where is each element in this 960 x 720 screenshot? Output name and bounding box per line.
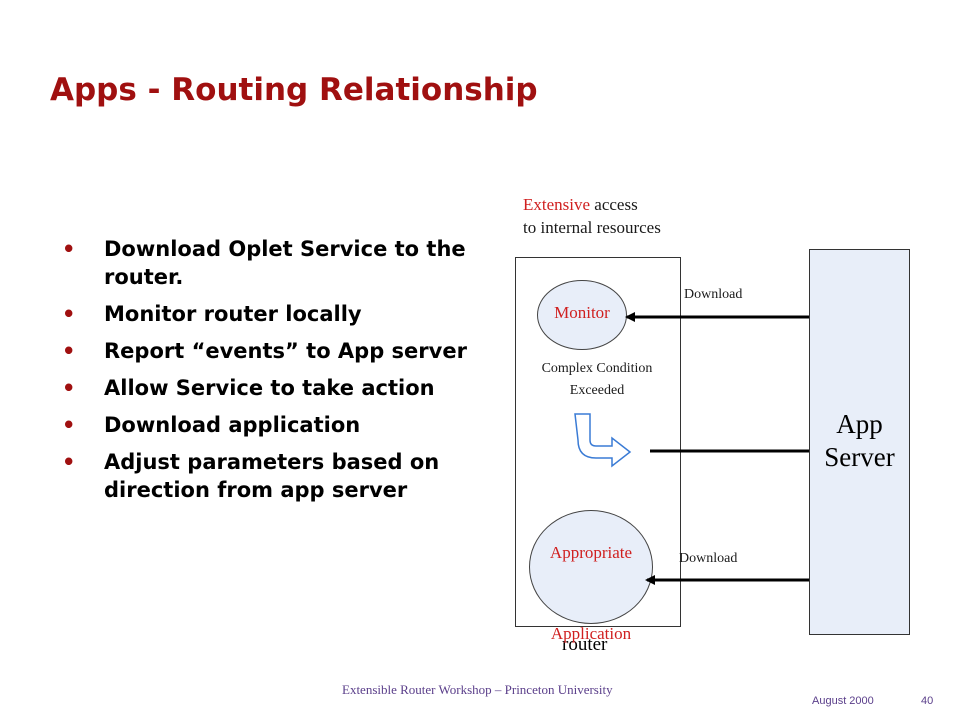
bullet-text: Allow Service to take action bbox=[104, 376, 435, 400]
application-ellipse: Appropriate Application bbox=[529, 510, 653, 643]
download-label-top: Download bbox=[684, 287, 743, 302]
bullet-item: • Download Oplet Service to the router. bbox=[62, 235, 492, 291]
app-server-box bbox=[809, 249, 910, 635]
app-server-label-line1: App bbox=[836, 409, 883, 439]
bullet-text: Monitor router locally bbox=[104, 302, 362, 326]
download-label-bottom: Download bbox=[679, 551, 738, 566]
bullet-dot-icon: • bbox=[62, 302, 76, 326]
footer-date: August 2000 bbox=[812, 695, 874, 707]
access-note-line2: to internal resources bbox=[523, 218, 661, 237]
bullet-dot-icon: • bbox=[62, 376, 76, 400]
bullet-dot-icon: • bbox=[62, 339, 76, 363]
bullet-item: • Report “events” to App server bbox=[62, 337, 492, 365]
bullet-text: Adjust parameters based on direction fro… bbox=[104, 450, 440, 502]
bullet-text: Download Oplet Service to the router. bbox=[104, 237, 466, 289]
bullet-dot-icon: • bbox=[62, 450, 76, 474]
complex-condition-line1: Complex Condition bbox=[541, 361, 653, 376]
access-note-highlight: Extensive bbox=[523, 195, 591, 214]
bent-arrow-icon bbox=[574, 413, 632, 468]
router-label: router bbox=[562, 634, 608, 655]
bullet-text: Report “events” to App server bbox=[104, 339, 467, 363]
bullet-item: • Monitor router locally bbox=[62, 300, 492, 328]
application-label-line1: Appropriate bbox=[549, 543, 633, 562]
complex-condition-line2: Exceeded bbox=[569, 383, 625, 398]
bullet-item: • Allow Service to take action bbox=[62, 374, 492, 402]
bullet-item: • Download application bbox=[62, 411, 492, 439]
footer-text: Extensible Router Workshop – Princeton U… bbox=[342, 682, 613, 697]
bullet-item: • Adjust parameters based on direction fr… bbox=[62, 448, 492, 504]
complex-condition-text: Complex Condition Exceeded bbox=[517, 358, 677, 402]
monitor-ellipse: Monitor bbox=[537, 280, 627, 350]
slide-title: Apps - Routing Relationship bbox=[50, 72, 538, 108]
application-label-line2: Application bbox=[550, 624, 632, 643]
application-label: Appropriate Application bbox=[530, 540, 652, 647]
monitor-label: Monitor bbox=[554, 303, 610, 322]
bullet-text: Download application bbox=[104, 413, 361, 437]
access-note: Extensive access to internal resources bbox=[523, 193, 661, 239]
bullet-list: • Download Oplet Service to the router. •… bbox=[62, 235, 492, 513]
bullet-dot-icon: • bbox=[62, 237, 76, 261]
app-server-label-line2: Server bbox=[824, 442, 895, 472]
app-server-label: App Server bbox=[809, 408, 910, 474]
bullet-dot-icon: • bbox=[62, 413, 76, 437]
page-number: 40 bbox=[921, 695, 934, 707]
access-note-text: access bbox=[590, 195, 638, 214]
